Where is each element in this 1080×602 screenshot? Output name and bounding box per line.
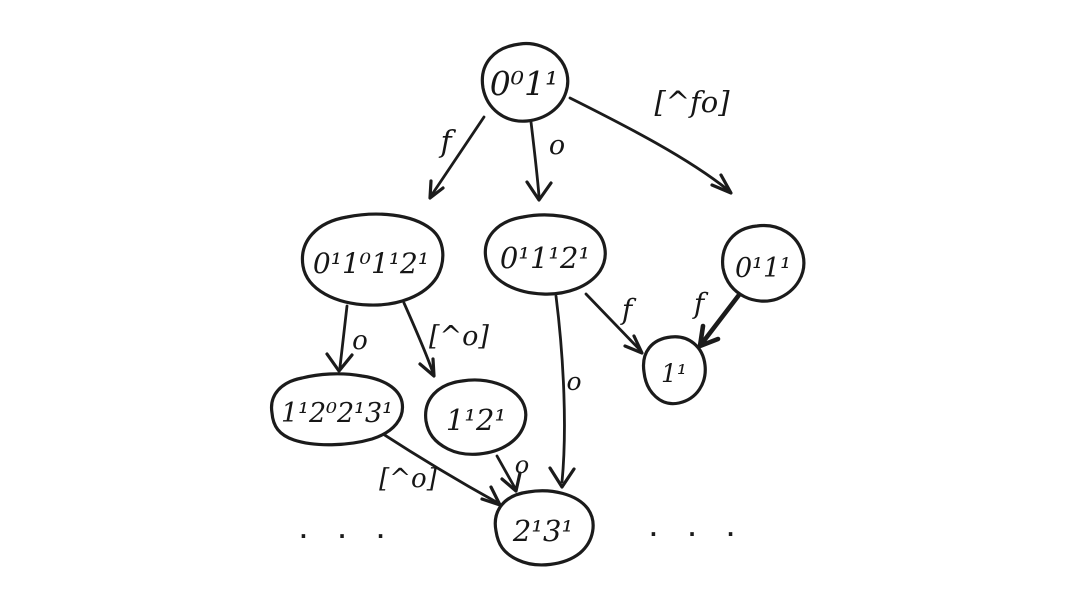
edge-root-mid: o — [525, 120, 565, 202]
edge-right-small-line — [700, 288, 745, 345]
node-bottom-label: 2¹3¹ — [512, 514, 573, 548]
edge-lowermid-bottom-arrowhead — [500, 471, 522, 493]
node-right: 0¹1¹ — [721, 223, 806, 303]
edge-root-right-label: [^fo] — [654, 85, 730, 119]
edge-root-mid-label: o — [549, 130, 565, 161]
node-mid: 0¹1¹2¹ — [483, 213, 607, 296]
edge-root-right-arrowhead — [710, 173, 733, 195]
edge-root-left: f — [428, 115, 486, 200]
edge-right-small-arrowhead — [697, 323, 721, 349]
edge-mid-small: f — [584, 292, 644, 355]
node-left: 0¹1⁰1¹2¹ — [300, 212, 445, 307]
edge-right-small: f — [692, 287, 745, 349]
edge-lowermid-bottom-line — [495, 454, 517, 490]
node-lower-mid: 1¹2¹ — [424, 378, 528, 456]
edge-mid-small-arrowhead — [623, 334, 644, 355]
node-root-shape — [480, 41, 570, 123]
edge-mid-bottom-line — [554, 294, 566, 484]
node-right-shape — [721, 223, 806, 303]
edge-left-lowermid-label: [^o] — [429, 321, 489, 352]
edge-left-lowerleft-line — [338, 304, 349, 369]
node-bottom-shape — [493, 489, 595, 567]
edge-root-right-line — [568, 96, 730, 192]
edge-lowerleft-bottom-line — [378, 430, 500, 505]
node-lower-mid-shape — [424, 378, 528, 456]
edge-mid-bottom-label: o — [566, 367, 581, 396]
node-small-label: 1¹ — [661, 359, 687, 388]
ellipsis-left: · · · — [300, 524, 397, 548]
node-lower-left-shape — [269, 372, 405, 447]
node-left-shape — [300, 212, 445, 307]
node-root-label: 0⁰1¹ — [490, 64, 558, 103]
edge-left-lowermid-line — [402, 301, 435, 375]
edge-lowerleft-bottom-label: [^o] — [379, 464, 438, 494]
node-lower-mid-label: 1¹2¹ — [446, 403, 506, 437]
edge-mid-small-line — [584, 292, 642, 352]
edge-lowermid-bottom: o — [495, 451, 529, 493]
edge-mid-small-label: f — [620, 293, 637, 326]
edge-root-left-arrowhead — [428, 179, 445, 200]
edge-root-right: [^fo] — [568, 85, 733, 195]
edge-root-mid-line — [529, 120, 541, 198]
edge-mid-bottom: o — [548, 294, 582, 489]
edge-root-mid-arrowhead — [525, 180, 553, 202]
edge-left-lowermid-arrowhead — [418, 357, 436, 378]
edge-right-small-label: f — [692, 287, 709, 320]
ellipsis-right: · · · — [650, 522, 747, 546]
edge-root-left-label: f — [438, 125, 456, 160]
edge-left-lowerleft: o — [325, 304, 368, 373]
node-layer: 0⁰1¹ 0¹1⁰1¹2¹ 0¹1¹2¹ 0¹1¹ 1¹2⁰2¹3¹ 1¹2¹ … — [269, 41, 806, 567]
node-right-label: 0¹1¹ — [735, 253, 791, 284]
node-lower-left: 1¹2⁰2¹3¹ — [269, 372, 405, 447]
node-bottom: 2¹3¹ — [493, 489, 595, 567]
edge-mid-bottom-arrowhead — [548, 466, 576, 489]
node-left-label: 0¹1⁰1¹2¹ — [313, 247, 429, 280]
node-lower-left-label: 1¹2⁰2¹3¹ — [281, 398, 393, 429]
node-small-shape — [641, 335, 707, 406]
edge-left-lowerleft-label: o — [352, 326, 368, 356]
edge-lowermid-bottom-label: o — [515, 451, 529, 479]
edge-left-lowermid: [^o] — [402, 301, 489, 378]
edge-left-lowerleft-arrowhead — [325, 352, 354, 373]
edge-root-left-line — [429, 115, 486, 198]
node-mid-shape — [483, 213, 607, 296]
node-root: 0⁰1¹ — [480, 41, 570, 123]
node-small: 1¹ — [641, 335, 707, 406]
node-mid-label: 0¹1¹2¹ — [500, 241, 590, 275]
